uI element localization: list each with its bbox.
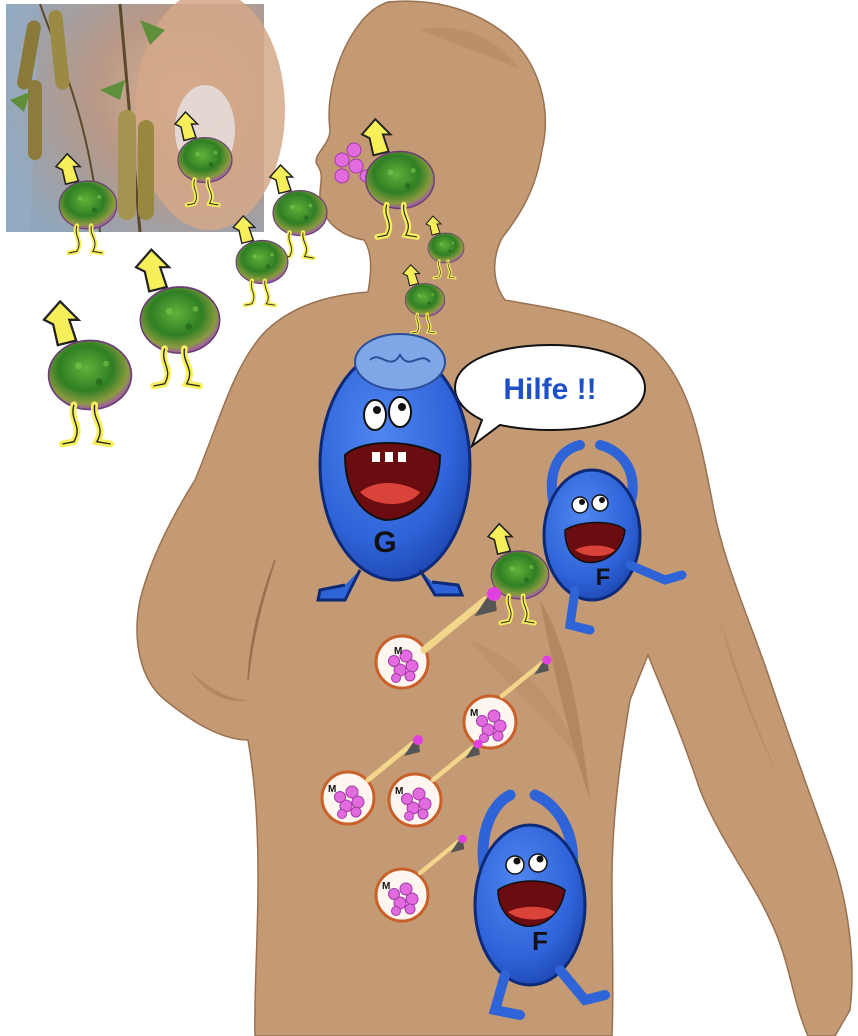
pollen-grain-icon xyxy=(270,165,327,258)
pollen-grain-icon xyxy=(136,250,220,386)
pollen-allergy-photo xyxy=(6,0,285,232)
monster-g-label: G xyxy=(373,526,396,559)
svg-text:M: M xyxy=(470,708,478,719)
brain-icon xyxy=(355,334,445,390)
monster-f-upper-label: F xyxy=(596,564,611,591)
svg-text:M: M xyxy=(394,646,402,657)
monster-f-lower-label: F xyxy=(532,926,548,956)
svg-text:M: M xyxy=(395,786,403,797)
svg-text:M: M xyxy=(382,881,390,892)
pollen-grain-icon xyxy=(44,301,131,444)
speech-bubble-text: Hilfe !! xyxy=(503,373,596,406)
svg-text:M: M xyxy=(328,784,336,795)
